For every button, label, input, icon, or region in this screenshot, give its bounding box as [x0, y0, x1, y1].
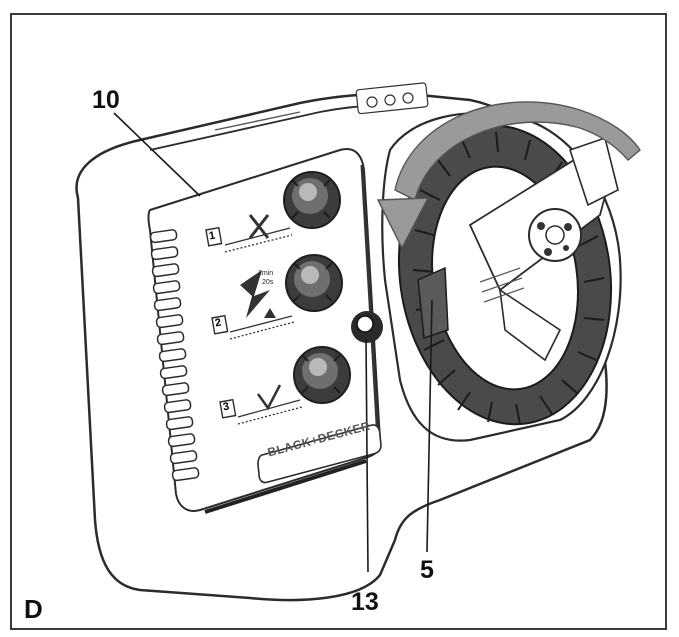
callout-10: 10 — [92, 86, 120, 114]
mode-symbols — [224, 227, 303, 425]
panel-right-edge — [360, 164, 380, 441]
top-sticker — [355, 82, 429, 115]
callout-13: 13 — [351, 588, 379, 616]
top-ridge-inner — [214, 111, 301, 131]
control-panel — [147, 148, 382, 512]
clamp-lines — [479, 267, 525, 303]
mode3-check-icon — [256, 384, 282, 411]
mode2-lightning-icon — [240, 270, 276, 318]
top-tab — [568, 136, 619, 207]
mode2-time-2: 20s — [262, 279, 274, 286]
panel-bottom-edge — [204, 459, 367, 514]
leader-lines — [113, 112, 433, 573]
ring-notch — [417, 266, 449, 340]
leader-5 — [426, 299, 433, 553]
leader-13 — [365, 337, 369, 573]
vent-slots — [149, 229, 200, 482]
rotation-arrow-head — [376, 197, 430, 250]
centre-coupling — [528, 208, 582, 262]
leader-10 — [113, 112, 201, 197]
dial-1 — [283, 171, 341, 229]
mode-number-boxes — [205, 226, 237, 419]
callout-5: 5 — [420, 556, 434, 584]
dial-3 — [293, 346, 351, 404]
mode1-cross-icon — [248, 214, 270, 239]
button-13 — [351, 311, 383, 343]
mode2-time-1: 1min — [258, 270, 274, 277]
brand-badge — [257, 424, 382, 484]
panel-label: D — [24, 594, 43, 624]
clamp-arm-lower — [498, 288, 562, 362]
dial-2 — [285, 254, 343, 312]
rotation-arrow — [394, 101, 641, 202]
